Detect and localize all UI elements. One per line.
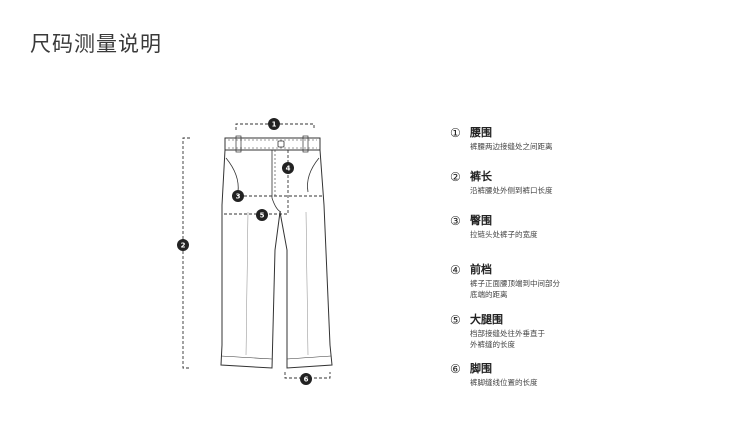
svg-text:5: 5 xyxy=(260,212,265,220)
marker-2: 2 xyxy=(177,239,189,251)
svg-text:6: 6 xyxy=(304,376,309,384)
legend-title: 裤长 xyxy=(470,170,492,183)
page-title: 尺码测量说明 xyxy=(30,32,162,56)
legend-number: ④ xyxy=(450,263,461,277)
svg-text:2: 2 xyxy=(181,242,186,250)
marker-5: 5 xyxy=(256,209,268,221)
legend-title: 大腿围 xyxy=(470,313,503,326)
pants-illustration xyxy=(220,135,333,369)
legend-title: 腰围 xyxy=(470,126,492,139)
legend-description: 裤腰两边接缝处之间距离 xyxy=(470,142,553,151)
svg-text:1: 1 xyxy=(272,121,277,129)
legend-description: 沿裤腰处外侧到裤口长度 xyxy=(470,186,553,195)
marker-1: 1 xyxy=(268,118,280,130)
legend-title: 脚围 xyxy=(470,362,492,375)
legend-number: ⑤ xyxy=(450,313,461,327)
svg-text:4: 4 xyxy=(286,165,291,173)
legend-title: 臀围 xyxy=(470,214,492,227)
legend-description: 拉链头处裤子的宽度 xyxy=(470,230,538,239)
legend-title: 前档 xyxy=(470,263,492,276)
legend-description: 裤子正面腰顶端到中间部分 底端的距离 xyxy=(470,279,560,299)
legend-description: 裤脚缝线位置的长度 xyxy=(470,378,538,387)
legend-number: ① xyxy=(450,126,461,140)
measurement-lines xyxy=(182,123,331,379)
marker-6: 6 xyxy=(300,373,312,385)
marker-3: 3 xyxy=(232,190,244,202)
legend-number: ⑥ xyxy=(450,362,461,376)
legend-number: ② xyxy=(450,170,461,184)
svg-text:3: 3 xyxy=(236,193,241,201)
legend-description: 档部接缝处往外垂直于 外裤缝的长度 xyxy=(470,329,545,349)
legend-number: ③ xyxy=(450,214,461,228)
marker-4: 4 xyxy=(282,162,294,174)
